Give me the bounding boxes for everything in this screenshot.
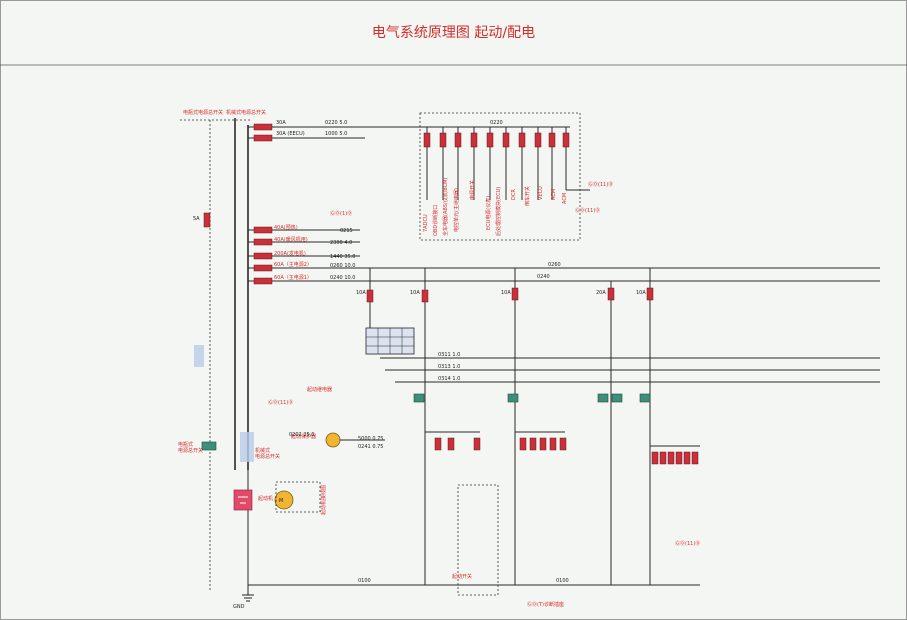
connector-left [201, 441, 217, 451]
wire-0241-label: 0241 0.75 [358, 444, 383, 450]
start-motor-note: 起动机接线图 [320, 485, 327, 515]
start-relay-label: 起动继电器 [307, 386, 332, 393]
battery-icon [233, 489, 253, 511]
svg-text:全车电器(ABS/仪表/BCM): 全车电器(ABS/仪表/BCM) [442, 178, 449, 236]
wire-0260-label: 0260 10.0 [330, 263, 355, 269]
svg-text:电源开关: 电源开关 [469, 180, 476, 200]
wire-0100b-label: 0100 [556, 578, 569, 584]
connector-5 [639, 393, 651, 403]
switch-highlight-2 [240, 432, 254, 462]
starter-label: 起动机 [258, 495, 273, 502]
mech-switch-label: 机械式电源总开关 [226, 109, 266, 116]
wire-5000-label: 5000 0.75 [358, 436, 383, 442]
left-switch-label: 电瓶式 [178, 441, 193, 448]
svg-text:电控单元(主继电器): 电控单元(主继电器) [453, 188, 460, 232]
diag-note: ⒼⒹ(T)诊断插座 [527, 601, 564, 608]
ref-6-label: ⒼⒹ(11)Ⓓ [675, 540, 700, 547]
ref-4-label: ⒼⒹ(11)Ⓓ [268, 399, 293, 406]
fuse-60a-1-label: 60A（主电源1） [274, 274, 312, 281]
fuse-10a-4-label: 10A [636, 290, 646, 296]
svg-text:M: M [279, 498, 283, 504]
starter-motor-icon: M [274, 490, 294, 510]
svg-text:ACM: ACM [551, 189, 557, 200]
wire-1000-label: 1000 5.0 [325, 131, 347, 137]
ref-2-label: ⒼⒹ(11)Ⓓ [588, 181, 613, 188]
wire-0220-label: 0220 5.0 [325, 120, 347, 126]
wire-2300-label: 2300 4.0 [330, 240, 352, 246]
left-switch-label-2: 电源总开关 [178, 447, 203, 454]
fuse-200a-label: 200A(发电机) [274, 250, 306, 257]
wire-0260b-label: 0260 [548, 262, 561, 268]
svg-text:DCR: DCR [511, 189, 517, 200]
fuse-top-2 [253, 134, 273, 142]
fuse-20a [607, 287, 615, 301]
fuse-top-1 [253, 123, 273, 131]
fuse-60a-2-label: 60A（主电源2） [274, 261, 312, 268]
lower-fuses [434, 437, 699, 465]
fuse-mid-2 [253, 238, 273, 246]
connector-3 [597, 393, 609, 403]
wire-0220t-label: 0220 [490, 120, 503, 126]
diode-label: 起动保护器 [291, 433, 316, 440]
fuse-40a-heat-label: 40A(预热) [274, 224, 298, 231]
fuse-box-top [419, 112, 581, 241]
ref-1-label: ⒼⒹ(1)Ⓓ [330, 210, 352, 217]
svg-text:ECU电源(仪表): ECU电源(仪表) [485, 196, 492, 230]
fuse-10a-1 [366, 289, 374, 303]
connector-4 [611, 393, 623, 403]
fuse-10a-1-label: 10A [356, 290, 366, 296]
fuse-10a-3-label: 10A [501, 290, 511, 296]
svg-text:OBD诊断接口: OBD诊断接口 [432, 205, 439, 236]
svg-text:7ADCU: 7ADCU [423, 214, 429, 232]
fuse-column-wires [426, 127, 567, 200]
start-relay-icon [325, 432, 341, 448]
fuse-10a-4 [646, 287, 654, 301]
wire-0314-label: 0314 1.0 [438, 376, 460, 382]
fuse-30a-eecu-label: 30A (EECU) [276, 131, 305, 137]
fuse-10a-3 [511, 287, 519, 301]
fuse-10a-2-label: 10A [410, 290, 420, 296]
fuse-mid-3 [253, 252, 273, 260]
batt-switch-label: 电瓶式电源总开关 [183, 109, 223, 116]
fuse-column-group [423, 132, 570, 148]
fuse-5a-label: 5A [193, 216, 200, 222]
fuse-30a-label: 30A [276, 120, 286, 126]
mech-switch2-label-2: 电源总开关 [255, 453, 280, 460]
fuse-40a-warm-label: 40A(暖风机用) [274, 236, 308, 243]
mech-switch2-label: 机械式 [255, 447, 270, 454]
switch-highlight-1 [194, 345, 204, 367]
connector-2 [507, 393, 519, 403]
page-title: 电气系统原理图 起动/配电 [371, 25, 536, 41]
fuse-10a-2 [421, 289, 429, 303]
wire-0215-label: 0215 [340, 228, 353, 234]
wire-0240-label: 0240 10.0 [330, 275, 355, 281]
diag-dashed-box [457, 484, 499, 596]
column-red-labels: 7ADCU OBD诊断接口 全车电器(ABS/仪表/BCM) 电控单元(主继电器… [423, 178, 568, 236]
wire-0311-label: 0311 1.0 [438, 352, 460, 358]
starter-dashed-box [275, 481, 321, 513]
wire-0100-label: 0100 [358, 578, 371, 584]
wire-0313-label: 0313 1.0 [438, 364, 460, 370]
svg-text:后处理控制模块(ECU): 后处理控制模块(ECU) [495, 187, 502, 236]
fuse-5a [203, 212, 211, 228]
ground-icon [242, 594, 254, 602]
relay-grid [366, 328, 414, 354]
ref-3-label: ⒼⒹ(11)Ⓓ [575, 207, 600, 214]
fuse-20a-label: 20A [596, 290, 606, 296]
wire-1440-label: 1440 35.0 [330, 254, 355, 260]
ground-label: GND [233, 604, 245, 610]
connector-1 [413, 393, 425, 403]
fuse-mid-5 [253, 277, 273, 285]
wire-0202-label: 0202 25.0 [289, 432, 314, 438]
svg-text:VECU: VECU [538, 186, 544, 200]
wire-0240b-label: 0240 [537, 274, 550, 280]
fuse-mid-1 [253, 226, 273, 234]
start-switch-note: 起动开关 [452, 573, 472, 580]
svg-text:倒车开关: 倒车开关 [524, 186, 531, 206]
svg-text:ACM: ACM [562, 193, 568, 204]
fuse-mid-4 [253, 264, 273, 272]
